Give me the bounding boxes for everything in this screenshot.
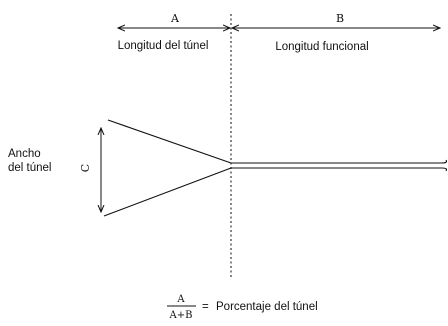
channel-upper bbox=[231, 159, 448, 164]
width-label-line2: del túnel bbox=[8, 162, 51, 174]
channel-lower bbox=[231, 167, 448, 172]
segment-a-letter: A bbox=[170, 12, 180, 25]
width-letter: C bbox=[79, 164, 92, 172]
formula-result: Porcentaje del túnel bbox=[216, 301, 318, 313]
formula-numerator: A bbox=[176, 294, 185, 305]
width-label-line1: Ancho bbox=[8, 148, 41, 160]
segment-a-label: Longitud del túnel bbox=[118, 40, 209, 52]
formula-equals: = bbox=[202, 301, 209, 313]
tunnel-cone-upper bbox=[107, 119, 232, 164]
segment-b-letter: B bbox=[336, 12, 344, 25]
segment-b-label: Longitud funcional bbox=[275, 41, 368, 53]
tunnel-cone-lower bbox=[103, 167, 232, 217]
formula-denominator: A+B bbox=[169, 310, 193, 321]
